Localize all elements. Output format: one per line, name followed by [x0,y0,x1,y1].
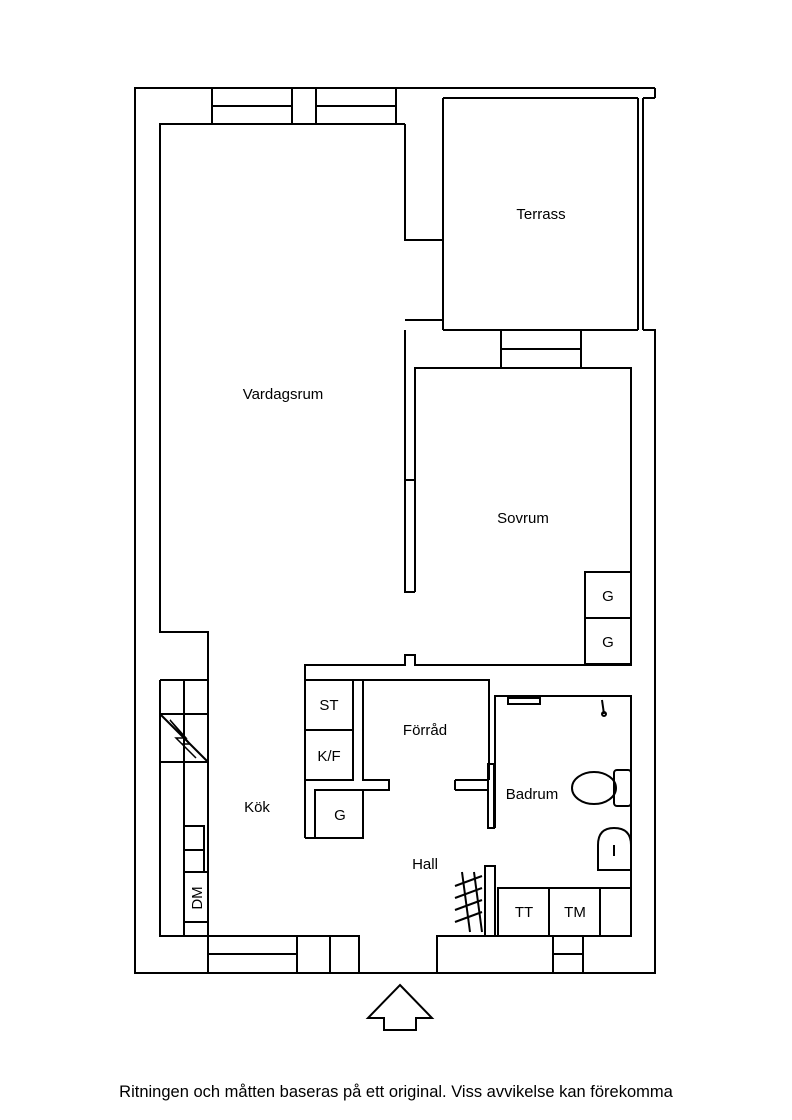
fixture-label-st: ST [319,697,338,714]
entrance-arrow-icon [365,983,435,1031]
fixture-label-fridge-freezer: K/F [317,748,340,765]
room-label-hall: Hall [412,856,438,873]
shower-icon [507,697,607,717]
toilet-icon [571,769,632,807]
fixture-label-washing-machine: TM [564,904,586,921]
outer-walls [134,87,656,974]
fixture-label-tumble-dryer: TT [515,904,533,921]
stove-icon [169,719,197,759]
bathroom-walls [484,695,632,974]
bottom-walls [207,935,485,974]
hall-rack [454,871,483,933]
fixture-label-dishwasher: DM [189,886,206,909]
window-living-top [211,87,397,125]
floor-plan: Terrass Vardagsrum Sovrum Förråd Badrum … [134,87,656,1031]
bedroom-walls [304,329,632,680]
fixture-label-hall-wardrobe: G [334,807,346,824]
room-label-bedroom: Sovrum [497,510,549,527]
room-label-kitchen: Kök [244,799,270,816]
disclaimer-text: Ritningen och måtten baseras på ett orig… [119,1083,673,1101]
room-label-living-room: Vardagsrum [243,386,324,403]
fixture-label-wardrobe-bottom: G [602,634,614,651]
fixture-label-wardrobe-top: G [602,588,614,605]
room-label-bathroom: Badrum [506,786,559,803]
room-label-storage: Förråd [403,722,447,739]
inner-wall-lines [159,97,638,937]
sink-icon [597,826,632,871]
room-label-terrace: Terrass [516,206,565,223]
storage-walls [304,679,490,839]
